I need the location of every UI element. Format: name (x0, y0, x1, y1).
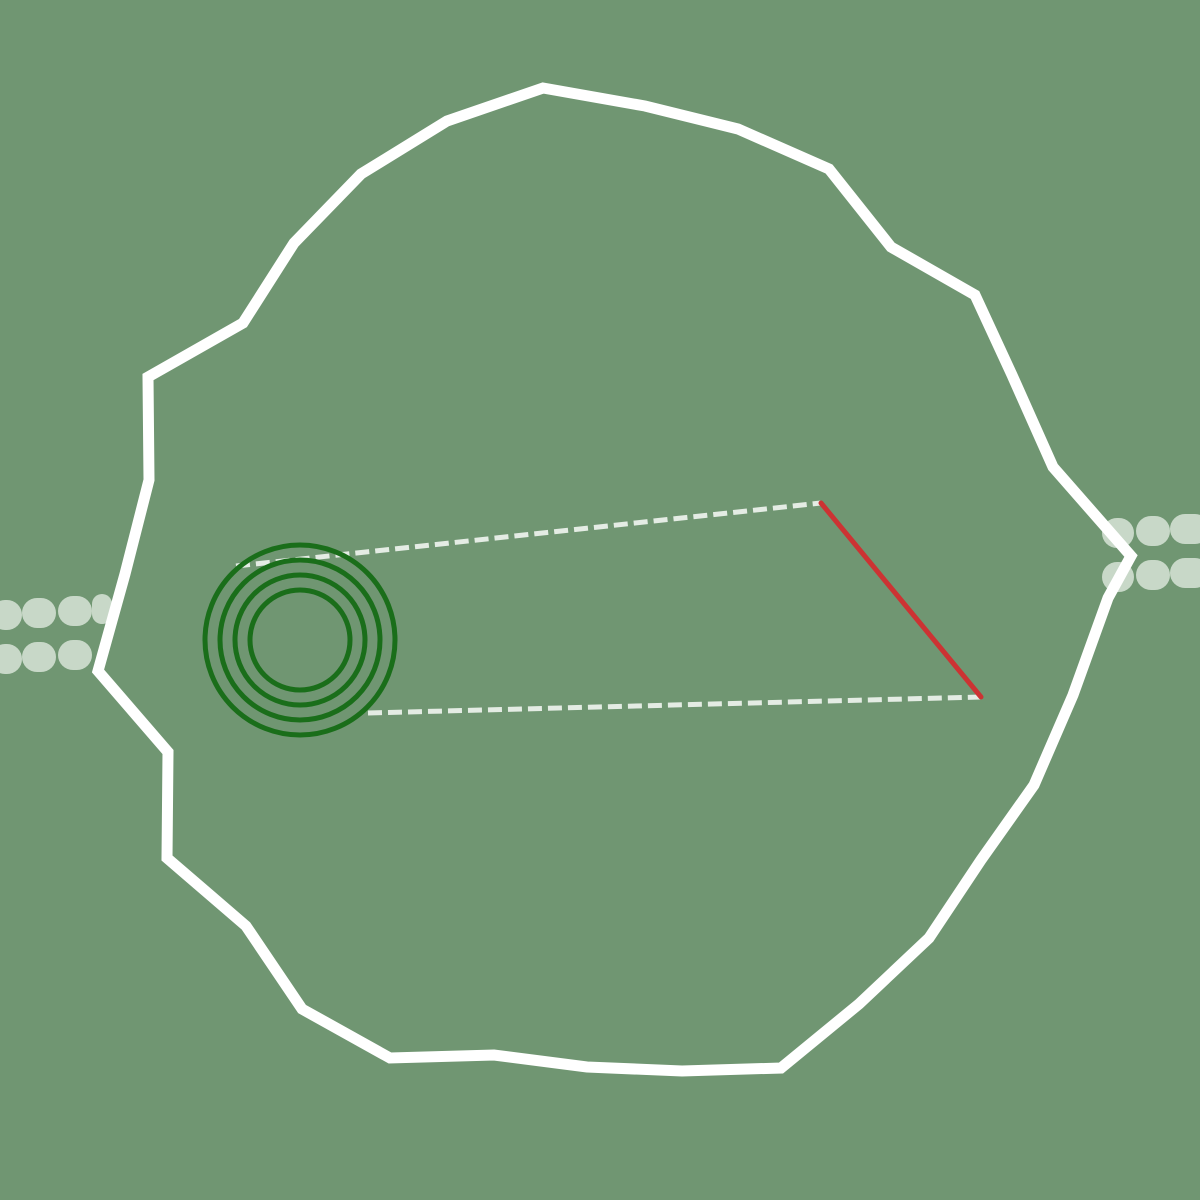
track-dot (1136, 560, 1170, 590)
ring-second (232, 572, 368, 708)
track-dot (22, 642, 56, 672)
track-dot (58, 640, 92, 670)
guide-line-upper (235, 500, 822, 569)
ring-inner (247, 587, 353, 693)
entry-track-left (0, 594, 112, 674)
track-dot (92, 594, 112, 624)
track-dot (1170, 514, 1200, 544)
aim-line-icon[interactable] (818, 500, 984, 700)
track-dot (0, 600, 22, 630)
ring-outer (202, 542, 398, 738)
arena-boundary (91, 82, 1138, 1077)
ring-third (217, 557, 383, 723)
track-dot (0, 644, 22, 674)
track-dot (58, 596, 92, 626)
track-dot (22, 598, 56, 628)
track-dot (1170, 558, 1200, 588)
guide-line-lower (367, 694, 982, 716)
track-dot (1136, 516, 1170, 546)
concentric-rings-icon[interactable] (202, 542, 398, 738)
